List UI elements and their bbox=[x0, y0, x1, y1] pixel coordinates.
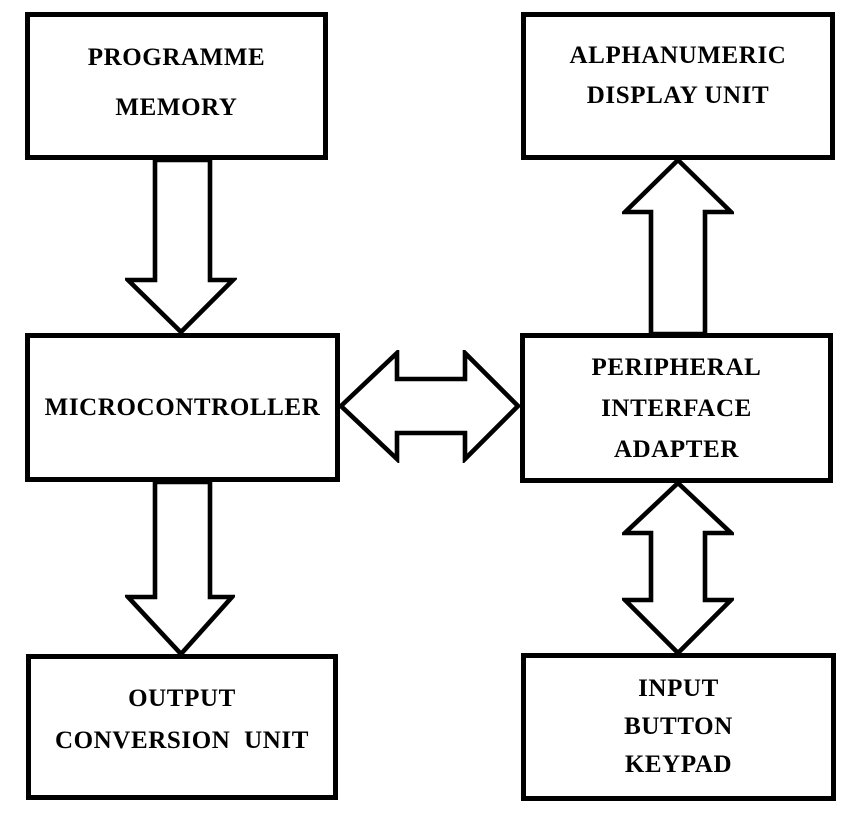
pia-label-line3: ADAPTER bbox=[613, 435, 740, 463]
double-headed-horizontal-block-arrow-microcontroller-pia-icon bbox=[338, 350, 521, 463]
programme-memory-label-line2: MEMORY bbox=[115, 94, 238, 121]
alphanumeric-display-label-line1: ALPHANUMERIC bbox=[569, 42, 787, 69]
pia-label-line1: PERIPHERAL bbox=[591, 353, 762, 381]
pia-label-line2: INTERFACE bbox=[601, 394, 752, 422]
down-block-arrow-microcontroller-to-output-icon bbox=[125, 479, 235, 656]
input-keypad-label-line3: KEYPAD bbox=[624, 751, 733, 778]
input-keypad-label-line2: BUTTON bbox=[624, 713, 733, 740]
microcontroller-label: MICROCONTROLLER bbox=[44, 393, 321, 421]
input-keypad-label-line1: INPUT bbox=[638, 675, 719, 702]
output-conversion-label-line2: CONVERSION UNIT bbox=[54, 727, 310, 754]
input-button-keypad-box: INPUT BUTTON KEYPAD bbox=[521, 653, 836, 801]
output-conversion-label-line1: OUTPUT bbox=[128, 685, 236, 712]
microcontroller-box: MICROCONTROLLER bbox=[25, 333, 340, 482]
down-block-arrow-programme-memory-to-microcontroller-icon bbox=[125, 157, 237, 336]
programme-memory-label-line1: PROGRAMME bbox=[87, 44, 266, 71]
up-block-arrow-pia-to-display-icon bbox=[622, 158, 734, 336]
alphanumeric-display-unit-box: ALPHANUMERIC DISPLAY UNIT bbox=[521, 12, 835, 160]
peripheral-interface-adapter-box: PERIPHERAL INTERFACE ADAPTER bbox=[520, 333, 833, 483]
alphanumeric-display-label-line2: DISPLAY UNIT bbox=[586, 82, 770, 109]
double-headed-vertical-block-arrow-pia-keypad-icon bbox=[622, 480, 734, 656]
output-conversion-unit-box: OUTPUT CONVERSION UNIT bbox=[26, 654, 338, 800]
programme-memory-box: PROGRAMME MEMORY bbox=[25, 12, 328, 160]
